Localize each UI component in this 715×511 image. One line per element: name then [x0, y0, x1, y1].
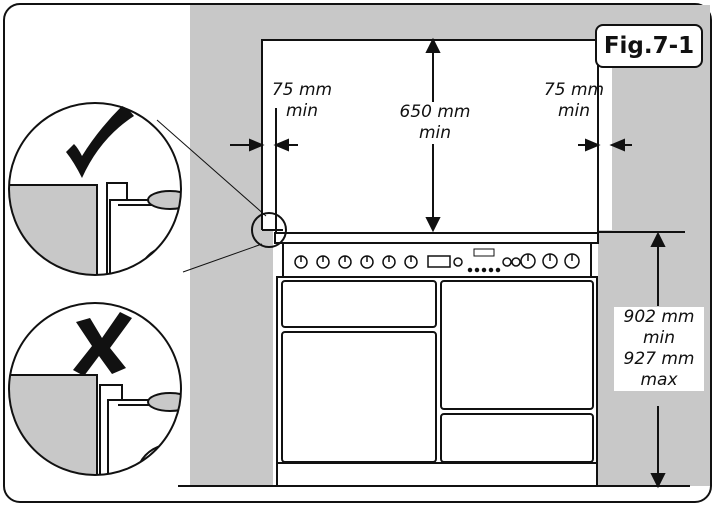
storage-drawer — [440, 413, 594, 463]
range-cooker — [274, 232, 599, 487]
callout-line-top — [156, 119, 267, 217]
knob-row — [294, 248, 580, 273]
left-main-oven-door — [281, 331, 437, 463]
right-gap-label: 75 mm min — [534, 80, 614, 122]
right-gap-qualifier: min — [557, 101, 591, 121]
wall-region — [190, 5, 710, 486]
detail-view-incorrect — [8, 302, 182, 476]
cooktop — [274, 232, 599, 244]
left-gap-label: 75 mm min — [262, 80, 342, 122]
detail-marker-circle — [251, 212, 287, 248]
height-max-qualifier: max — [640, 370, 678, 390]
checkmark-icon — [66, 106, 134, 178]
figure-label: Fig.7-1 — [595, 24, 703, 68]
top-gap-qualifier: min — [418, 123, 452, 143]
right-gap-value: 75 mm — [543, 80, 605, 100]
left-top-door — [281, 280, 437, 328]
callout-line-bottom — [182, 243, 263, 273]
right-gap-arrows — [578, 108, 632, 232]
left-gap-arrows — [230, 108, 298, 232]
height-label: 902 mm min 927 mm max — [614, 307, 704, 391]
height-max-value: 927 mm — [623, 349, 695, 369]
cross-icon — [73, 312, 132, 376]
top-gap-value: 650 mm — [399, 102, 471, 122]
detail-view-correct — [8, 102, 182, 276]
height-min-qualifier: min — [642, 328, 676, 348]
top-gap-label: 650 mm min — [385, 102, 485, 144]
height-min-value: 902 mm — [623, 307, 695, 327]
right-main-oven-door — [440, 280, 594, 410]
left-gap-value: 75 mm — [271, 80, 333, 100]
left-gap-qualifier: min — [285, 101, 319, 121]
control-panel — [282, 242, 592, 278]
plinth — [276, 462, 598, 487]
